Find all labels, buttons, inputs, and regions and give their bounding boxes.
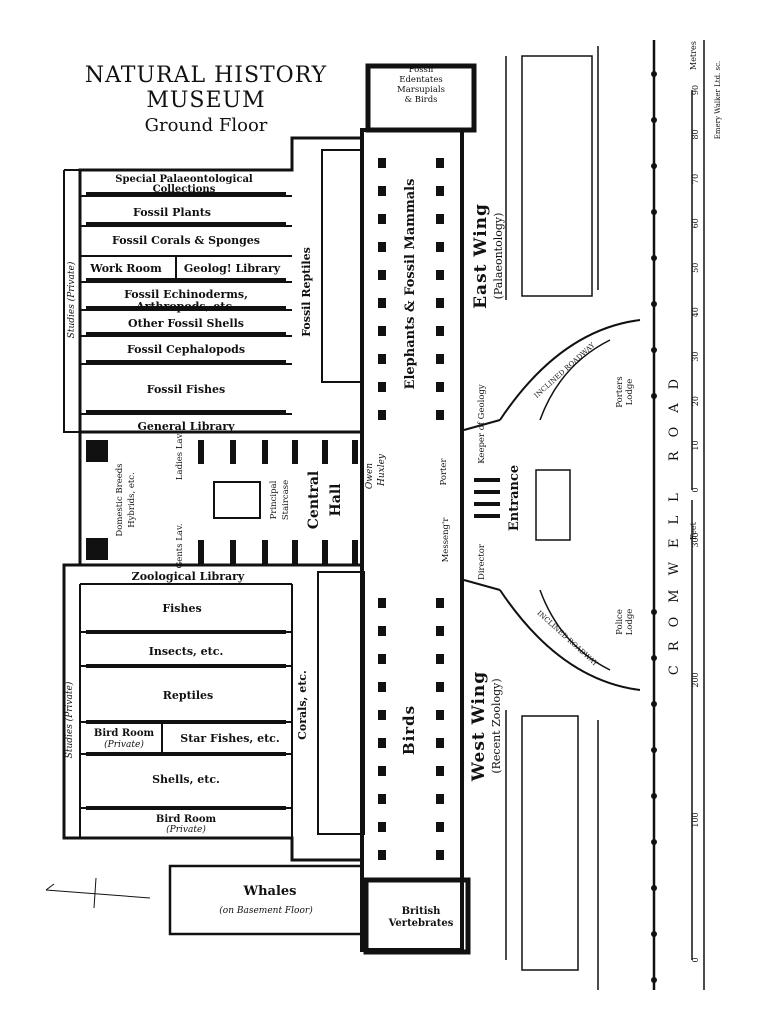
room-fossil-edentates-4: & Birds	[404, 95, 437, 105]
room-fossil-edentates-2: Edentates	[399, 75, 442, 85]
east-wing-title: East Wing	[471, 203, 491, 309]
room-domestic-breeds-1: Domestic Breeds	[115, 463, 125, 536]
room-fossil-edentates-3: Marsupials	[397, 85, 445, 95]
room-central-hall-1: Central	[306, 471, 322, 529]
room-fossil-edentates-1: Fossil	[409, 65, 434, 75]
room-work-room: Work Room	[89, 262, 162, 275]
gallery-columns	[378, 158, 444, 860]
room-birds: Birds	[400, 705, 418, 755]
west-wing-subtitle: (Recent Zoology)	[490, 678, 503, 773]
room-fossil-corals: Fossil Corals & Sponges	[112, 234, 260, 247]
scale-metres-tick: 20	[691, 396, 700, 406]
road-lines	[505, 40, 705, 990]
room-other-shells: Other Fossil Shells	[128, 317, 244, 330]
plan-title-line2: MUSEUM	[146, 88, 265, 113]
room-whales-1: Whales	[242, 884, 296, 899]
room-corals: Corals, etc.	[296, 670, 309, 740]
room-fossil-echino-1: Fossil Echinoderms,	[124, 288, 248, 301]
statue-huxley: Huxley	[377, 453, 387, 487]
scale-metres-label: Metres	[689, 41, 698, 70]
room-domestic-breeds-2: Hybrids, etc.	[127, 472, 137, 528]
scale-metres-tick: 80	[691, 129, 700, 139]
plan-subtitle: Ground Floor	[145, 115, 268, 136]
room-star-fishes: Star Fishes, etc.	[180, 732, 279, 745]
central-hall-pillars	[86, 440, 358, 564]
entrance-steps	[474, 478, 500, 518]
scale-metres-tick: 30	[691, 352, 700, 362]
room-shells: Shells, etc.	[152, 773, 220, 786]
room-zoological-library: Zoological Library	[132, 570, 245, 583]
room-keeper-geology: Keeper of Geology	[477, 384, 487, 464]
scale-feet-tick: 0	[691, 957, 700, 962]
scale-metres-tick: 60	[691, 218, 700, 228]
room-principal-staircase-2: Staircase	[281, 480, 291, 520]
room-british-vertebrates-1: British	[402, 906, 442, 917]
room-bird-room-private-2: (Private)	[104, 739, 144, 750]
room-principal-staircase-1: Principal	[269, 480, 279, 519]
room-bird-room-lower-1: Bird Room	[156, 814, 217, 825]
scale-feet-tick: 100	[691, 812, 700, 827]
police-lodge-1: Police	[615, 609, 625, 635]
porters-lodge-2: Lodge	[625, 379, 635, 406]
room-ladies-lav: Ladies Lav.	[175, 432, 185, 480]
scale-feet-tick: 300	[691, 532, 700, 547]
scale-feet-tick: 200	[691, 672, 700, 687]
scale-feet-label: Feet	[689, 521, 698, 540]
room-director: Director	[477, 543, 487, 580]
principal-staircase-outline	[213, 481, 261, 519]
room-geolog-library: Geolog! Library	[184, 262, 281, 275]
scale-metres-tick: 90	[691, 85, 700, 95]
building-walls	[62, 63, 477, 955]
room-fishes: Fishes	[162, 602, 201, 615]
scale-metres-tick: 40	[691, 307, 700, 317]
room-reptiles: Reptiles	[163, 689, 213, 702]
entrance-label: Entrance	[507, 465, 522, 531]
engraver-credit: Emery Walker Ltd. sc.	[714, 61, 722, 140]
room-fossil-fishes: Fossil Fishes	[147, 383, 226, 396]
room-messenger: Messeng'r	[441, 517, 451, 563]
room-special-palaeo-2: Collections	[153, 184, 216, 195]
room-fossil-cephalopods: Fossil Cephalopods	[127, 343, 245, 356]
north-arrow-icon	[45, 877, 151, 909]
police-lodge-2: Lodge	[625, 609, 635, 636]
scale-metres-tick: 70	[691, 174, 700, 184]
statue-owen: Owen	[365, 463, 375, 489]
road-name: CROMWELL ROAD	[667, 365, 682, 675]
room-special-palaeo-1: Special Palaeontological	[115, 174, 253, 185]
room-studies-upper: Studies (Private)	[66, 261, 77, 338]
forecourt	[463, 319, 641, 691]
inclined-roadway-lower: INCLINED ROADWAY	[535, 609, 599, 668]
room-studies-lower: Studies (Private)	[64, 681, 75, 758]
room-bird-room-lower-2: (Private)	[166, 824, 206, 835]
room-fossil-reptiles: Fossil Reptiles	[300, 247, 313, 337]
east-pillars	[86, 192, 286, 414]
plan-title-line1: NATURAL HISTORY	[85, 63, 327, 88]
west-room-dividers	[79, 583, 293, 838]
room-fossil-plants: Fossil Plants	[133, 206, 211, 219]
room-gents-lav: Gents Lav.	[175, 524, 185, 569]
room-insects: Insects, etc.	[149, 645, 224, 658]
room-british-vertebrates-2: Vertebrates	[388, 918, 454, 929]
porters-lodge-1: Porters	[615, 376, 625, 407]
east-wing-subtitle: (Palaeontology)	[492, 213, 505, 300]
room-central-hall-2: Hall	[328, 484, 344, 517]
room-porter: Porter	[439, 458, 449, 486]
scale-metres-tick: 50	[691, 263, 700, 273]
room-general-library: General Library	[137, 420, 235, 433]
railing-posts	[651, 71, 657, 983]
scale-metres-tick: 0	[691, 487, 700, 492]
room-bird-room-private-1: Bird Room	[94, 728, 155, 739]
room-whales-2: (on Basement Floor)	[219, 905, 313, 916]
scale-metres-tick: 10	[691, 440, 700, 450]
room-elephants: Elephants & Fossil Mammals	[403, 179, 418, 390]
west-wing-title: West Wing	[469, 671, 489, 782]
west-pillars	[86, 630, 286, 810]
room-fossil-echino-2: Arthropods, etc.	[135, 300, 236, 313]
